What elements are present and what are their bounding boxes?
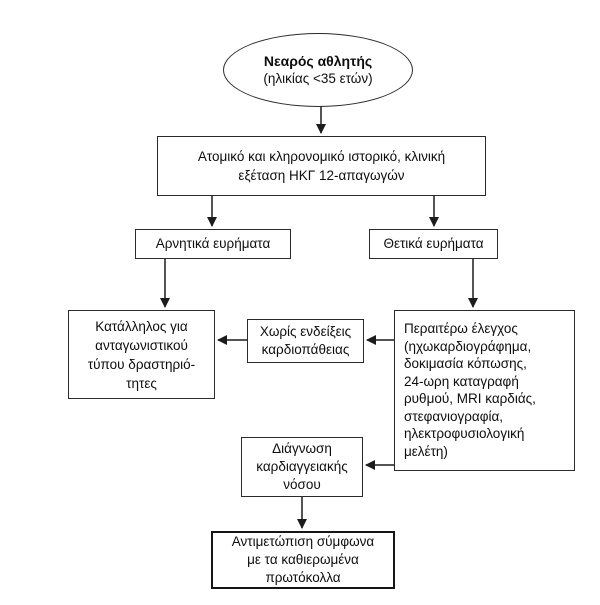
text-line: καρδιοπάθειας [261,342,350,357]
text-line: στεφανιογραφία, [404,408,504,424]
text-line: τύπου δραστηριό- [87,356,196,372]
text-line: μελέτη) [404,443,448,459]
node-positive-findings: Θετικά ευρήματα [369,229,498,259]
text-line: ρυθμού, MRI καρδιάς, [404,391,536,406]
node-treatment-per-protocols: Αντιμετώπιση σύμφωνα με τα καθιερωμένα π… [211,531,395,589]
text-line: Ατομικό και κληρονομικό ιστορικό, κλινικ… [197,149,446,164]
positive-findings-label: Θετικά ευρήματα [383,236,484,251]
start-node-young-athlete: Νεαρός αθλητής (ηλικίας <35 ετών) [223,33,413,107]
text-line: (ηχωκαρδιογράφημα, [404,338,532,354]
node-history-clinical-exam: Ατομικό και κληρονομικό ιστορικό, κλινικ… [157,136,486,196]
text-line: με τα καθιερωμένα [247,552,359,567]
text-line: νόσου [283,477,321,492]
text-line: δοκιμασία κόπωσης, [404,356,527,371]
text-line: ανταγωνιστικού [95,337,188,353]
athlete-title: Νεαρός αθλητής [263,53,373,69]
node-further-testing: Περαιτέρω έλεγχος (ηχωκαρδιογράφημα, δοκ… [394,310,575,471]
text-line: ηλεκτροφυσιολογική [404,426,525,441]
text-line: εξέταση ΗΚΓ 12-απαγωγών [238,168,405,183]
node-negative-findings: Αρνητικά ευρήματα [135,229,291,259]
negative-findings-label: Αρνητικά ευρήματα [155,236,271,251]
text-line: πρωτόκολλα [265,570,341,585]
text-line: Χωρίς ενδείξεις [259,324,352,339]
text-line: 24-ωρη καταγραφή [404,373,519,389]
athlete-age-subtitle: (ηλικίας <35 ετών) [263,71,373,86]
node-no-evidence-of-heart-disease: Χωρίς ενδείξεις καρδιοπάθειας [247,319,364,363]
text-line: Αντιμετώπιση σύμφωνα [231,534,375,549]
text-line: καρδιαγγειακής [256,459,348,474]
text-line: Περαιτέρω έλεγχος [404,321,518,336]
text-line: τητες [126,375,157,391]
node-cardiovascular-diagnosis: Διάγνωση καρδιαγγειακής νόσου [241,437,363,497]
text-line: Κατάλληλος για [95,318,188,334]
node-suitable-for-competition: Κατάλληλος για ανταγωνιστικού τύπου δρασ… [68,310,215,399]
text-line: Διάγνωση [272,441,332,456]
